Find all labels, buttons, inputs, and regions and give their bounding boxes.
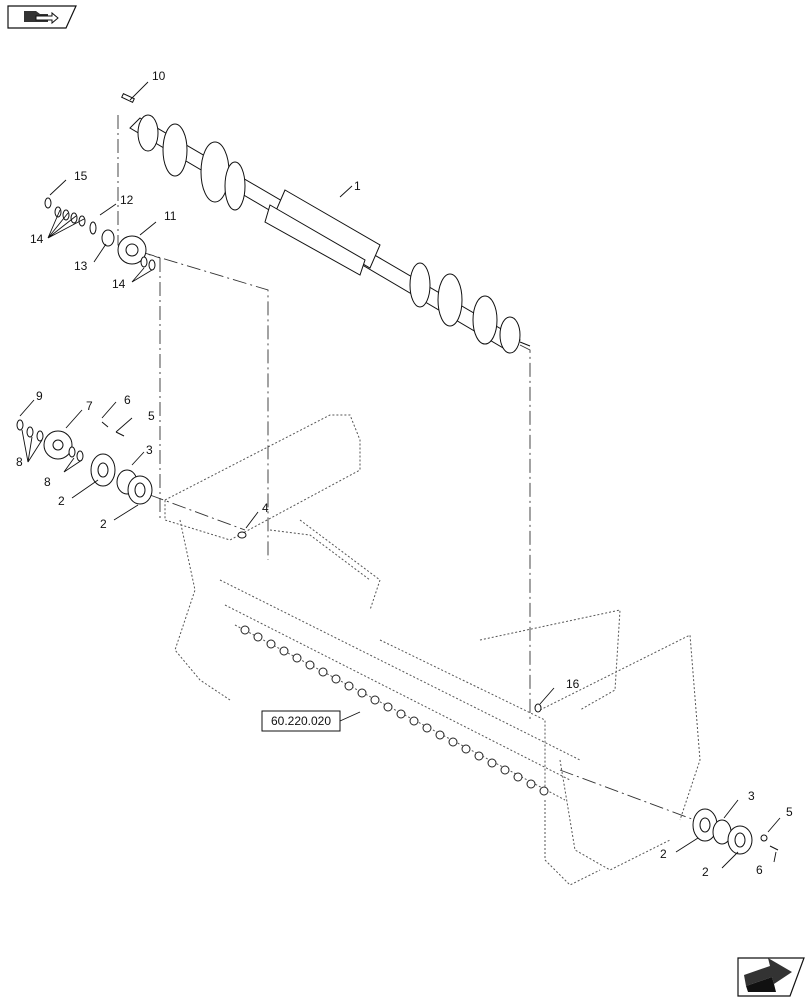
upper-sprocket-assembly	[44, 197, 156, 271]
callout-labels: 10 1 15 12 11 14 13 14 9 7 6 5 8 3 8 2 2…	[16, 69, 793, 879]
callout-9: 9	[36, 389, 43, 403]
callout-2-left-a: 2	[58, 494, 65, 508]
callout-3-left: 3	[146, 443, 153, 457]
callout-15: 15	[74, 169, 88, 183]
assembly-lines	[117, 115, 701, 823]
callout-4: 4	[262, 501, 269, 515]
callout-8-lower: 8	[44, 475, 51, 489]
auger-shaft	[121, 92, 531, 354]
rotor-frame	[164, 414, 701, 886]
callout-6-right: 6	[756, 863, 763, 877]
tine-row	[240, 625, 549, 796]
callout-2-right-a: 2	[660, 847, 667, 861]
callout-13: 13	[74, 259, 88, 273]
callout-5-right: 5	[786, 805, 793, 819]
reference-label: 60.220.020	[271, 714, 331, 728]
reference-box[interactable]: 60.220.020	[261, 710, 361, 732]
next-page-arrow-icon[interactable]	[737, 957, 805, 997]
folder-arrow-icon[interactable]	[7, 5, 77, 29]
small-fasteners	[237, 531, 542, 713]
callout-14-lower: 14	[112, 277, 126, 291]
callout-1: 1	[354, 179, 361, 193]
right-bearing-assembly	[692, 808, 779, 855]
callout-2-left-b: 2	[100, 517, 107, 531]
callout-14-upper: 14	[30, 232, 44, 246]
callout-3-right: 3	[748, 789, 755, 803]
callout-11: 11	[164, 209, 177, 223]
left-bearing-assembly	[16, 419, 153, 505]
callout-16: 16	[566, 677, 580, 691]
callout-2-right-b: 2	[702, 865, 709, 879]
callout-10: 10	[152, 69, 166, 83]
callout-12: 12	[120, 193, 134, 207]
callout-7: 7	[86, 399, 93, 413]
callout-5-left: 5	[148, 409, 155, 423]
callout-8-upper: 8	[16, 455, 23, 469]
leader-lines	[19, 81, 781, 869]
callout-6-left: 6	[124, 393, 131, 407]
